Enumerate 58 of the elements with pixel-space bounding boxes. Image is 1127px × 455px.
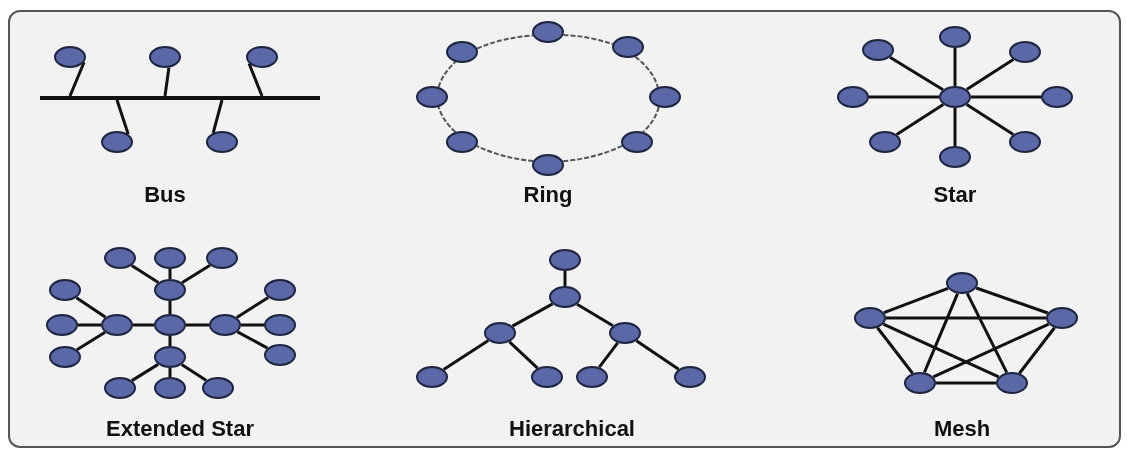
connection-line <box>869 95 939 99</box>
connection-line <box>437 61 457 88</box>
connection-line <box>635 339 680 371</box>
connection-line <box>168 269 172 279</box>
connection-line <box>437 106 457 133</box>
topology-label: Ring <box>523 182 573 208</box>
connection-line <box>508 340 539 370</box>
connection-line <box>642 106 660 133</box>
connection-line <box>598 341 619 369</box>
connection-line <box>975 286 1049 315</box>
connection-line <box>886 316 1046 320</box>
connection-line <box>235 296 270 319</box>
connection-line <box>236 330 269 350</box>
connection-line <box>965 292 1009 374</box>
topology-label: Mesh <box>933 416 991 442</box>
connection-line <box>168 336 172 346</box>
connection-line <box>78 323 101 327</box>
connection-line <box>965 103 1015 136</box>
topology-label: Hierarchical <box>509 416 635 442</box>
connection-line <box>953 108 957 146</box>
connection-line <box>965 58 1015 91</box>
topology-label: Extended Star <box>106 416 254 442</box>
connection-line <box>168 368 172 377</box>
connection-line <box>68 61 86 97</box>
connection-line <box>953 48 957 86</box>
connection-line <box>511 302 554 328</box>
connection-line <box>131 363 159 382</box>
connection-line <box>889 56 944 91</box>
connection-line <box>1018 326 1056 375</box>
connection-line <box>971 95 1041 99</box>
connection-line <box>75 296 107 319</box>
connection-line <box>562 144 623 163</box>
connection-line <box>133 323 154 327</box>
connection-line <box>168 301 172 314</box>
connection-line <box>932 322 1050 379</box>
connection-line <box>115 99 130 135</box>
connection-line <box>576 302 614 328</box>
connection-line <box>442 339 490 371</box>
topology-label: Star <box>933 182 977 208</box>
connection-line <box>241 323 264 327</box>
connection-line <box>936 381 996 385</box>
connection-line <box>247 62 264 97</box>
connection-line <box>163 67 171 97</box>
connection-line <box>181 264 211 284</box>
connection-line <box>876 326 914 375</box>
connection-line <box>180 363 208 382</box>
topology-label: Bus <box>144 182 186 208</box>
connection-line <box>76 331 106 351</box>
connection-line <box>634 55 659 89</box>
connection-line <box>475 145 535 162</box>
connection-line <box>882 322 1000 379</box>
connection-line <box>130 264 160 284</box>
connection-line <box>186 323 209 327</box>
connection-line <box>895 103 945 136</box>
connection-line <box>563 271 567 286</box>
connection-line <box>883 286 949 315</box>
connection-line <box>923 293 959 373</box>
connection-line <box>211 99 224 134</box>
